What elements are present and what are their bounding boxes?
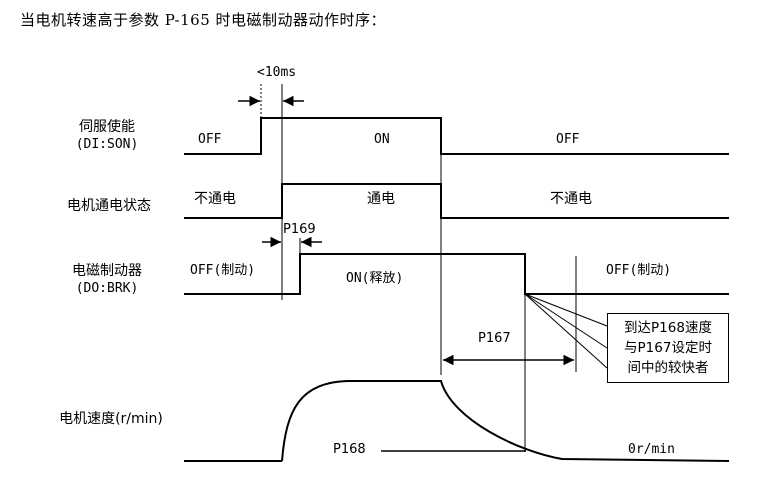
callout-line-3 [524, 293, 608, 369]
speed-level-label: P168 [333, 442, 366, 457]
speed-zero-label: 0r/min [628, 442, 675, 457]
callout-note-line-2: 与P167设定时 [624, 340, 712, 356]
brake-label: 电磁制动器 (DO:BRK) [52, 262, 162, 298]
power-state-off-1: 不通电 [194, 191, 236, 207]
brake-code: (DO:BRK) [75, 281, 139, 296]
callout-line-2 [524, 293, 608, 349]
timing-label-p169: P169 [283, 222, 316, 237]
brake-state-off-1: OFF(制动) [190, 263, 256, 278]
timing-label-p167: P167 [478, 331, 511, 346]
servo-state-off-1: OFF [198, 132, 222, 147]
brake-state-off-2: OFF(制动) [606, 263, 672, 278]
servo-enable-waveform [184, 117, 729, 155]
servo-enable-label: 伺服使能 (DI:SON) [52, 118, 162, 154]
brake-name: 电磁制动器 [72, 263, 142, 279]
servo-state-off-2: OFF [556, 132, 580, 147]
callout-note-line-3: 间中的较快者 [627, 360, 709, 376]
motor-speed-label: 电机速度(r/min) [59, 411, 163, 427]
diagram-title: 当电机转速高于参数 P-165 时电磁制动器动作时序： [20, 11, 387, 29]
power-state-off-2: 不通电 [550, 191, 592, 207]
motor-power-waveform [184, 183, 729, 219]
brake-waveform [184, 253, 729, 295]
timing-label-10ms: <10ms [257, 65, 297, 80]
callout-line-1 [524, 293, 608, 327]
speed-curve [281, 380, 730, 462]
callout-note-line-1: 到达P168速度 [624, 320, 712, 336]
power-state-on: 通电 [367, 191, 395, 207]
servo-state-on: ON [374, 132, 390, 147]
servo-enable-code: (DI:SON) [75, 137, 139, 152]
brake-state-on: ON(释放) [346, 271, 404, 286]
motor-power-label: 电机通电状态 [67, 198, 151, 214]
callout-note-box: 到达P168速度 与P167设定时 间中的较快者 [607, 313, 729, 383]
servo-enable-name: 伺服使能 [79, 119, 135, 135]
